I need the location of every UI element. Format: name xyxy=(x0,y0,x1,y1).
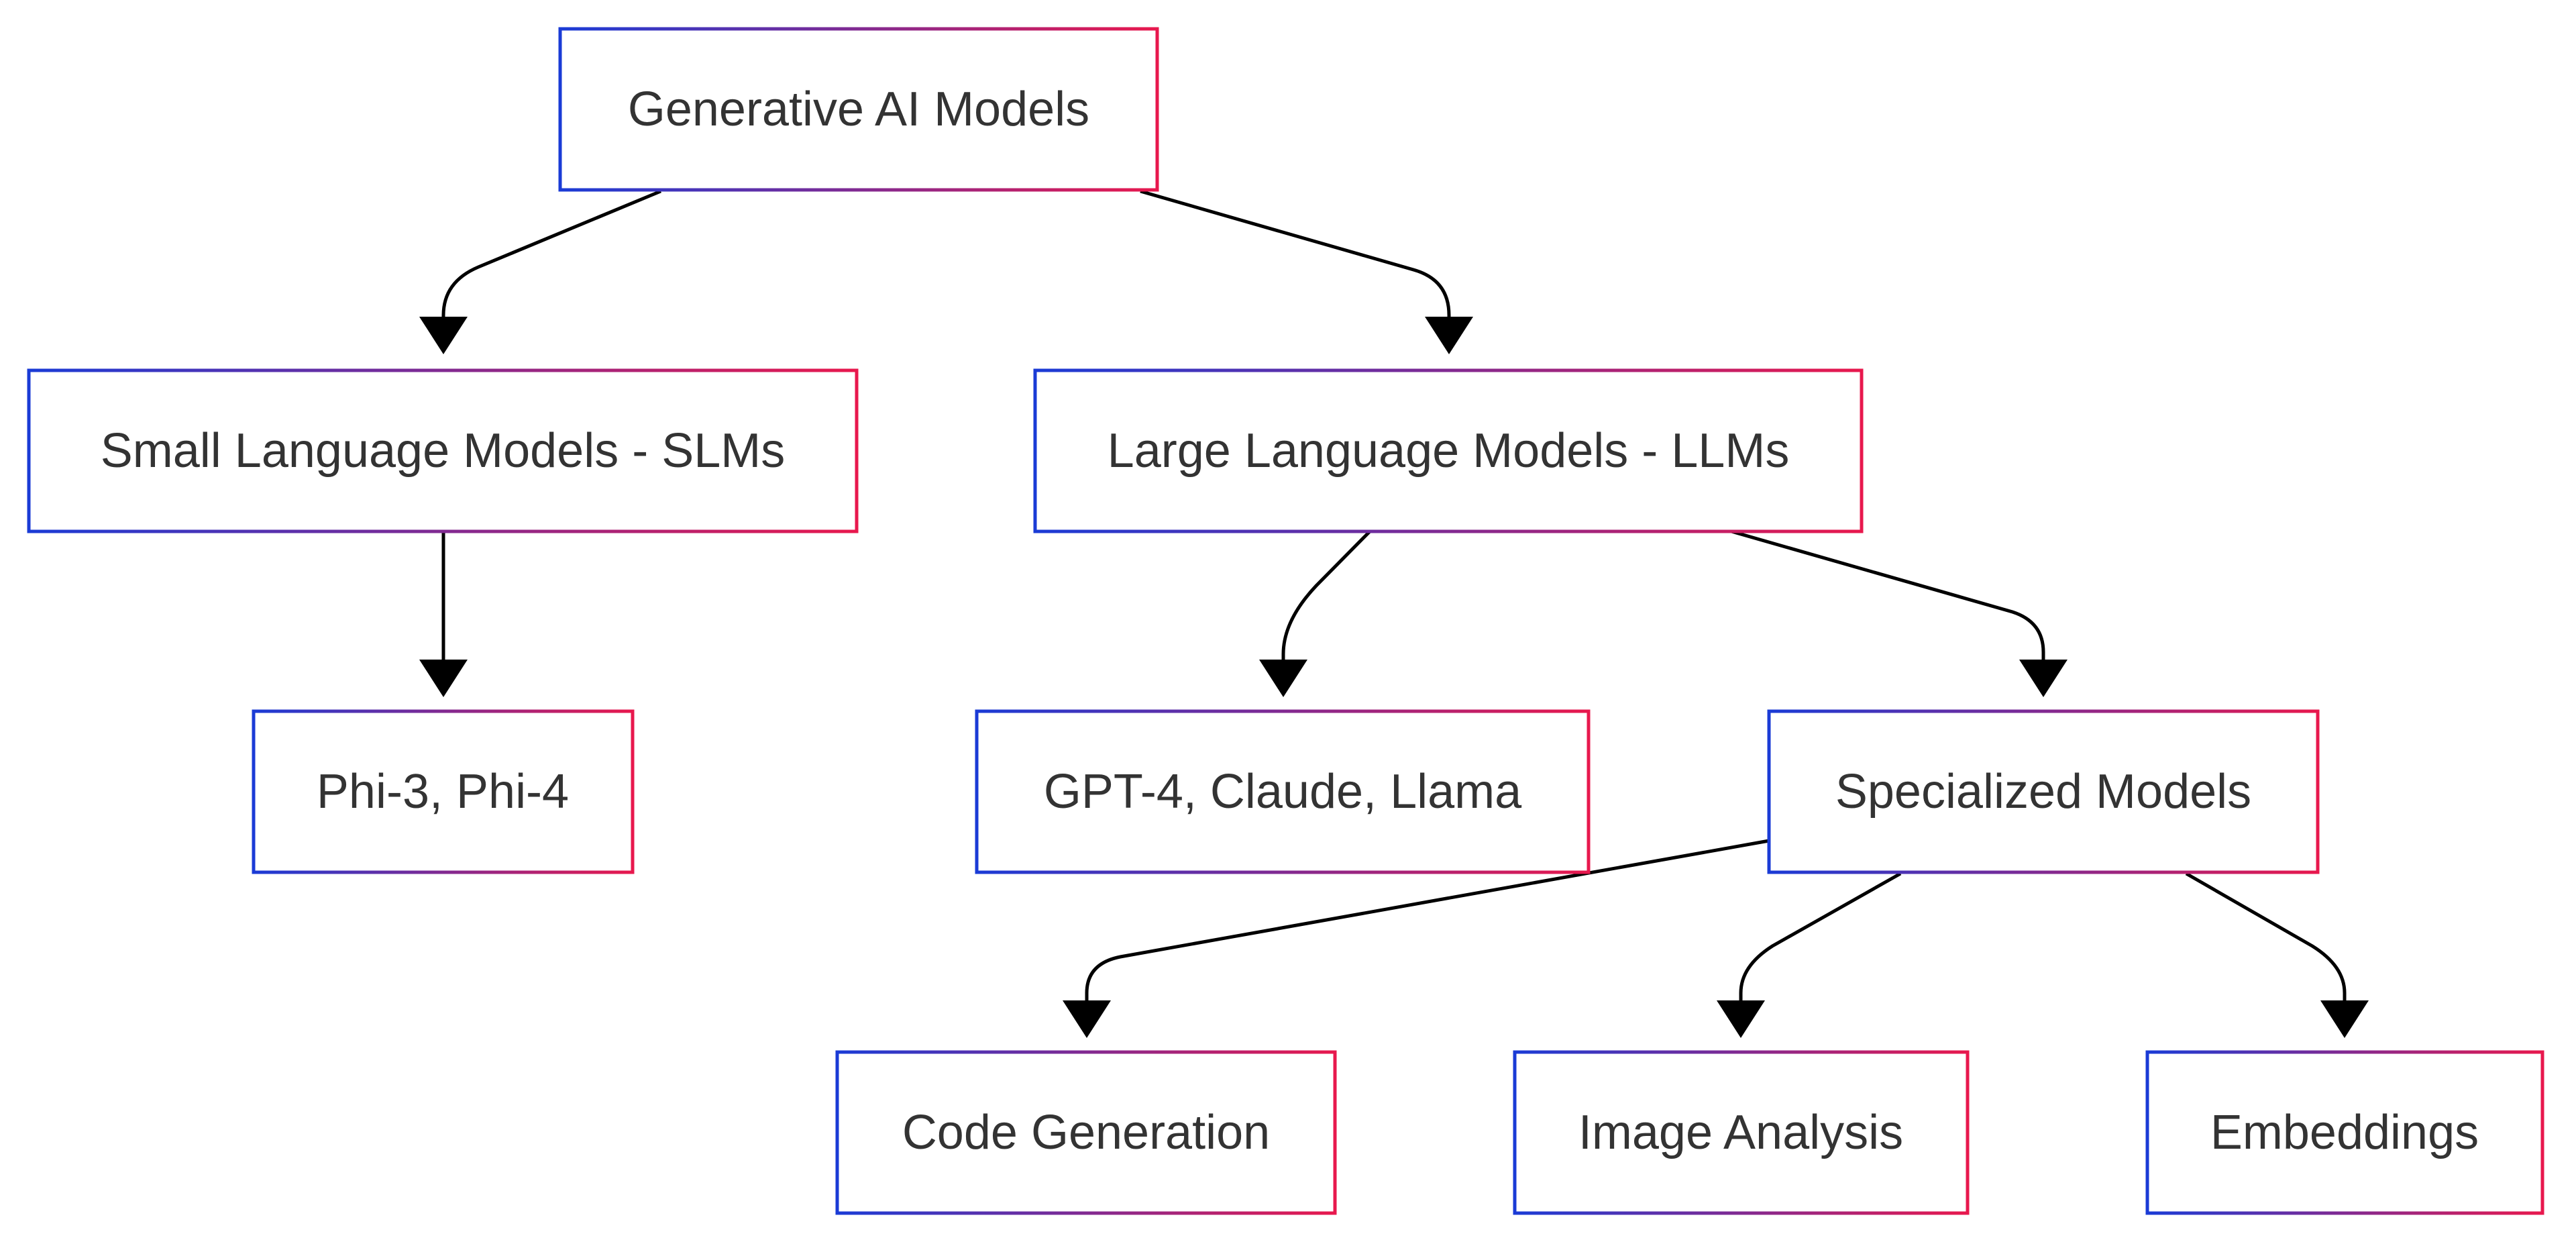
node-label: Generative AI Models xyxy=(628,83,1089,136)
node-label: Large Language Models - LLMs xyxy=(1108,424,1790,478)
node-label: Specialized Models xyxy=(1835,765,2251,819)
node-image-analysis[interactable]: Image Analysis xyxy=(1513,1050,1970,1215)
edge-generative-to-slms xyxy=(419,189,661,354)
node-specialized-models[interactable]: Specialized Models xyxy=(1767,709,2320,874)
node-phi-models[interactable]: Phi-3, Phi-4 xyxy=(252,709,635,874)
node-label: Phi-3, Phi-4 xyxy=(317,765,569,819)
edge-llms-to-specialized xyxy=(1731,529,2068,697)
edge-specialized-to-embeddings xyxy=(2185,872,2369,1038)
nodes: Generative AI Models Small Language Mode… xyxy=(27,27,2544,1215)
edge-specialized-to-image xyxy=(1717,872,1902,1038)
node-code-generation[interactable]: Code Generation xyxy=(835,1050,1337,1215)
node-label: Image Analysis xyxy=(1578,1106,1903,1159)
node-embeddings[interactable]: Embeddings xyxy=(2145,1050,2544,1215)
node-small-language-models[interactable]: Small Language Models - SLMs xyxy=(27,368,859,533)
edge-specialized-to-code xyxy=(1063,839,1770,1038)
node-label: Small Language Models - SLMs xyxy=(101,424,786,478)
edges xyxy=(419,189,2369,1038)
node-label: Code Generation xyxy=(902,1106,1270,1159)
edge-generative-to-llms xyxy=(1140,189,1473,354)
node-label: GPT-4, Claude, Llama xyxy=(1044,765,1522,819)
node-large-language-models[interactable]: Large Language Models - LLMs xyxy=(1033,368,1864,533)
node-generative-ai-models[interactable]: Generative AI Models xyxy=(558,27,1159,192)
edge-slms-to-phi xyxy=(419,531,468,697)
edge-llms-to-gpt xyxy=(1259,530,1371,697)
node-label: Embeddings xyxy=(2210,1106,2479,1159)
node-gpt-claude-llama[interactable]: GPT-4, Claude, Llama xyxy=(975,709,1591,874)
